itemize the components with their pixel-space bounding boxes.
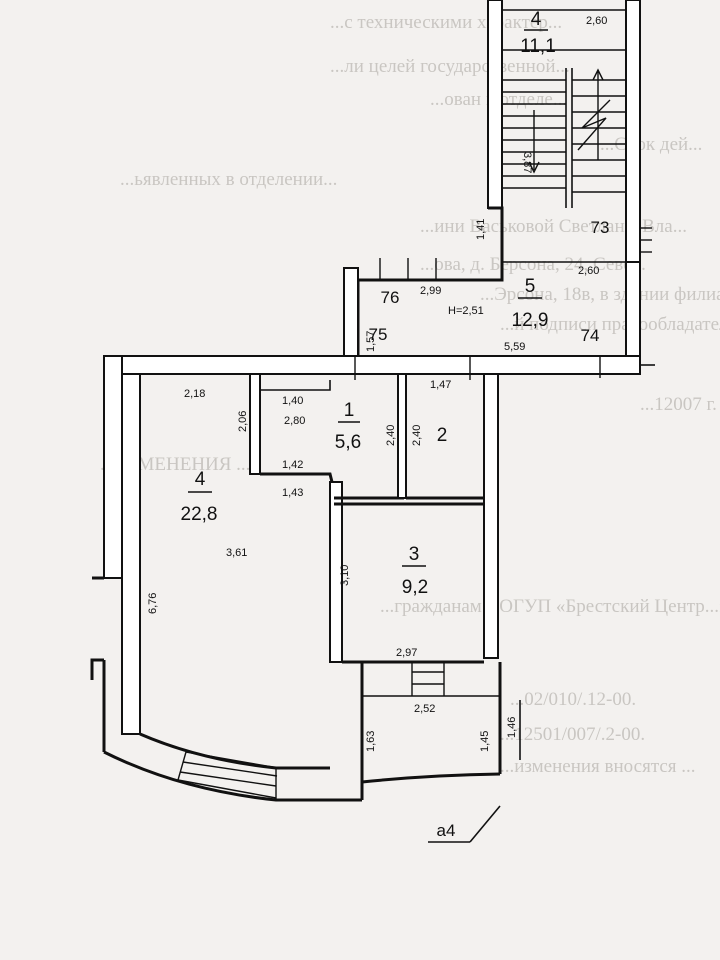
dim-5-59: 5,59 [504,341,525,353]
dim-2-40-a: 2,40 [385,425,397,446]
room-number: 4 [531,9,542,30]
room3-left-wall [329,481,343,663]
bg-line-2: ...ли целей государственной... [330,56,570,77]
dim-3-87: 3,87 [521,152,533,173]
walls [90,0,655,802]
marker-75: 75 [369,325,388,344]
dim-2-18: 2,18 [184,388,205,400]
bg-line-14: ...12501/007/.2-00. [500,724,645,745]
room-area: 5,6 [335,432,361,453]
dim-1-45: 1,45 [479,731,491,752]
dim-2-06: 2,06 [237,411,249,432]
dim-1-63: 1,63 [365,731,377,752]
stair-left-wall [487,0,503,209]
room1-top-inner [260,380,331,391]
dim-1-57: 1,57 [365,331,377,352]
left-wall-notch-2 [90,658,104,680]
markers: 73 76 75 74 а4 [369,218,610,843]
background-document-text: ...с техническими характер... ...ли целе… [100,12,720,777]
marker-74: 74 [581,326,600,345]
bg-line-12: ...гражданам СОГУП «Брестский Центр...» [380,596,720,617]
upper-staircase [502,68,626,208]
dim-ceiling-height: H=2,51 [448,305,484,317]
room5-right-wall [625,261,641,358]
room1-room2-divider [397,373,407,499]
bg-line-6: ...ини Васьковой Светланы Вла... [420,216,687,237]
room-area: 11,1 [520,36,556,57]
dim-2-80: 2,80 [284,415,305,427]
room-number: 4 [195,469,206,490]
marker-73: 73 [591,218,610,237]
bg-line-7: ...ова, д. Берсона, 24, Севе... [420,254,646,275]
dim-2-99: 2,99 [420,285,441,297]
room-number: 1 [344,400,355,421]
curved-bottom-outer [103,750,362,802]
vestibule-bottom-wall [361,772,501,784]
stair-break-mark [577,99,611,151]
dimensions: 2,60 3,87 1,41 2,60 2,99 H=2,51 1,57 5,5… [147,15,607,752]
stair-right-wall [625,0,641,263]
dim-2-60-top: 2,60 [586,15,607,27]
room2-room3-right-wall [483,373,499,659]
dim-1-42: 1,42 [282,459,303,471]
left-inner-wall [121,373,141,735]
room-area: 9,2 [402,577,428,598]
vestibule-steps [411,662,445,696]
bg-line-10: ...12007 г. [640,394,717,415]
curved-bottom-inner [139,732,330,770]
room1-left-wall [249,373,261,475]
dim-1-46: 1,46 [506,717,518,738]
marker-76: 76 [381,288,400,307]
dim-2-97: 2,97 [396,647,417,659]
entrance-steps [177,751,279,800]
room5-left-block [343,267,359,357]
dim-2-60-mid: 2,60 [578,265,599,277]
bg-line-8: ...Эрсона, 18в, в здании филиала ... [480,284,720,305]
dim-1-41: 1,41 [475,219,487,240]
left-outer-wall-top [103,355,123,579]
marker-a4: а4 [437,821,456,840]
dim-1-47: 1,47 [430,379,451,391]
bg-line-15: ...изменения вносятся ... [500,756,696,777]
dim-1-40: 1,40 [282,395,303,407]
room-area: 12,9 [512,310,549,331]
dim-3-10: 3,10 [339,565,351,586]
room-area: 22,8 [181,504,218,525]
dim-3-61: 3,61 [226,547,247,559]
bg-line-1: ...с техническими характер... [330,12,562,33]
room-number: 2 [437,425,448,446]
bg-line-9: ...й подписи правообладателя ... [500,314,720,335]
main-horizontal-wall [103,355,641,375]
bg-line-13: ...02/010/.12-00. [510,689,636,710]
room-labels: 4 11,1 5 12,9 1 5,6 2 3 9,2 4 22,8 [181,9,556,598]
wall-ticks [354,227,652,380]
dim-6-76: 6,76 [147,593,159,614]
bg-line-5: ...ьявленных в отделении... [120,169,337,190]
dim-2-40-b: 2,40 [411,425,423,446]
room-number: 3 [409,544,420,565]
dim-1-43: 1,43 [282,487,303,499]
room-number: 5 [525,276,536,297]
dim-2-52: 2,52 [414,703,435,715]
